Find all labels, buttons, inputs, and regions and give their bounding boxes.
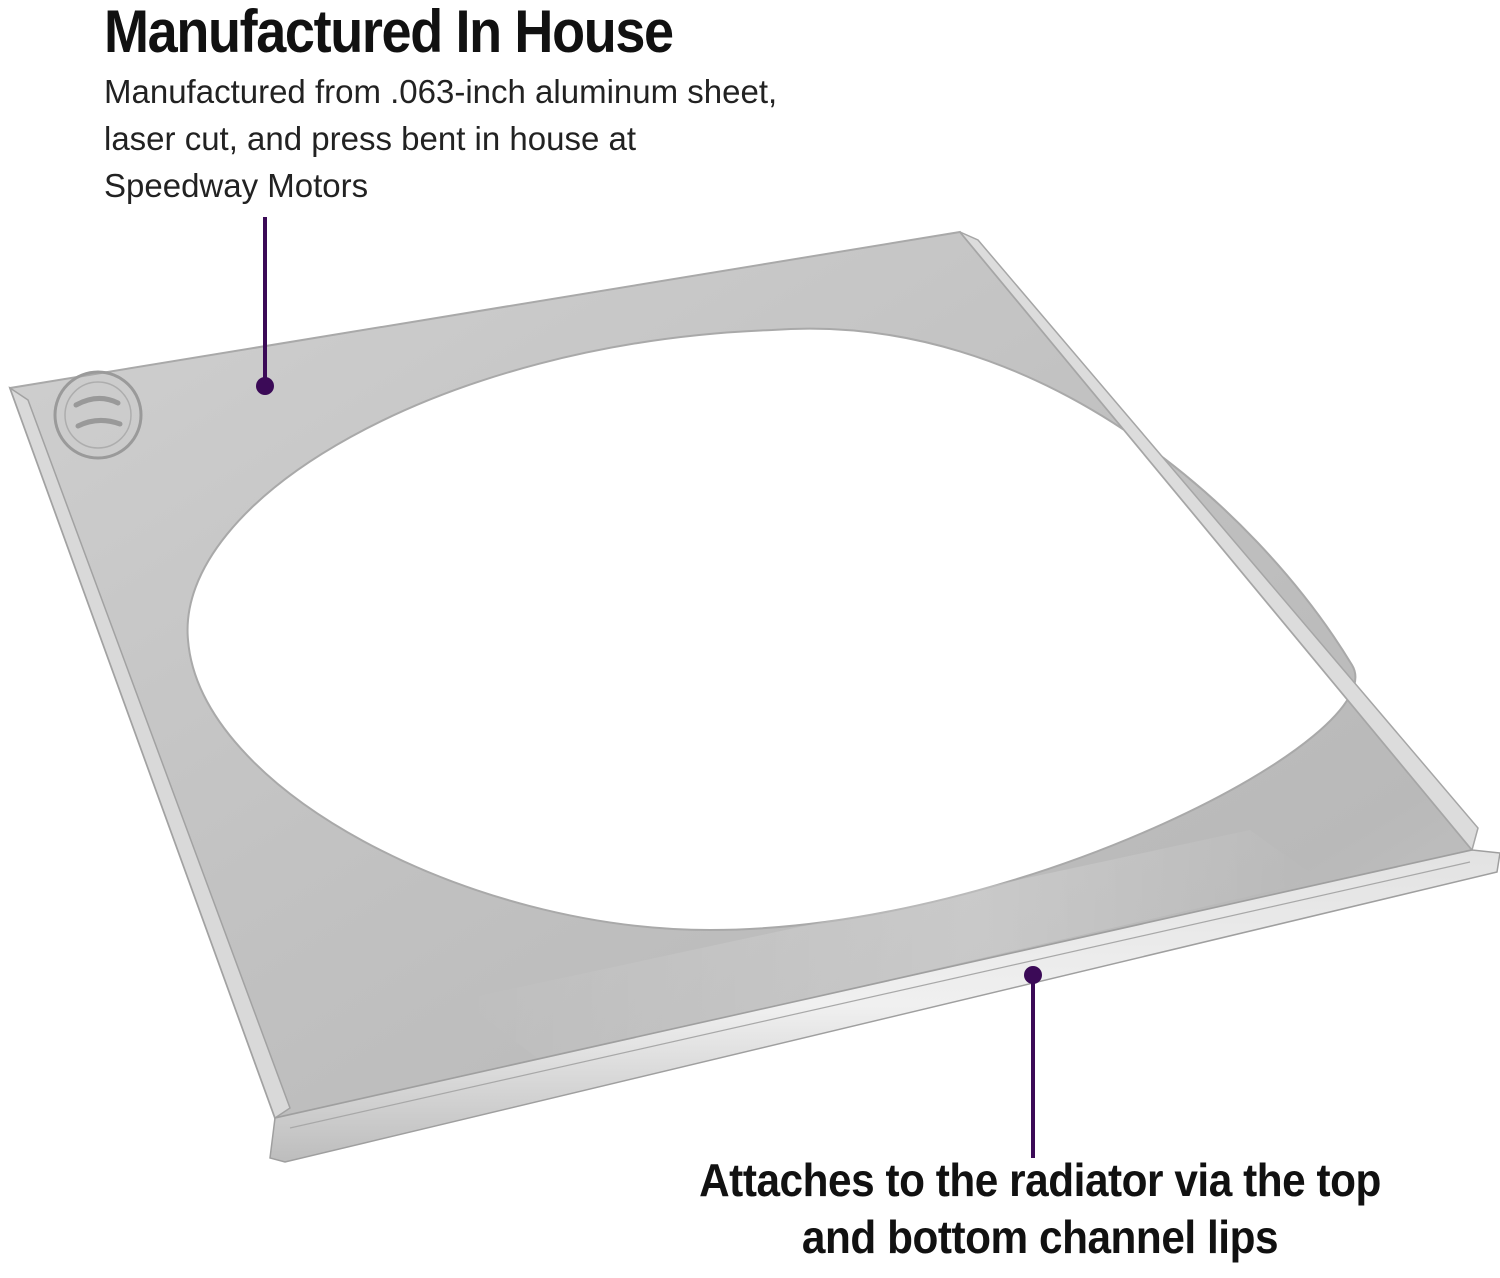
left-folded-edge	[8, 386, 291, 1120]
right-channel-lip	[959, 231, 1479, 852]
channel-lip-caption: Attaches to the radiator via the top and…	[699, 1154, 1381, 1263]
callout-title: Manufactured In House	[104, 0, 674, 65]
bottom-callout-dot	[1024, 966, 1042, 984]
callout-description: Manufactured from .063-inch aluminum she…	[104, 73, 778, 204]
top-callout-dot	[256, 377, 274, 395]
bottom-channel-lip	[269, 849, 1500, 1163]
speedway-motors-logo-icon	[53, 370, 143, 460]
